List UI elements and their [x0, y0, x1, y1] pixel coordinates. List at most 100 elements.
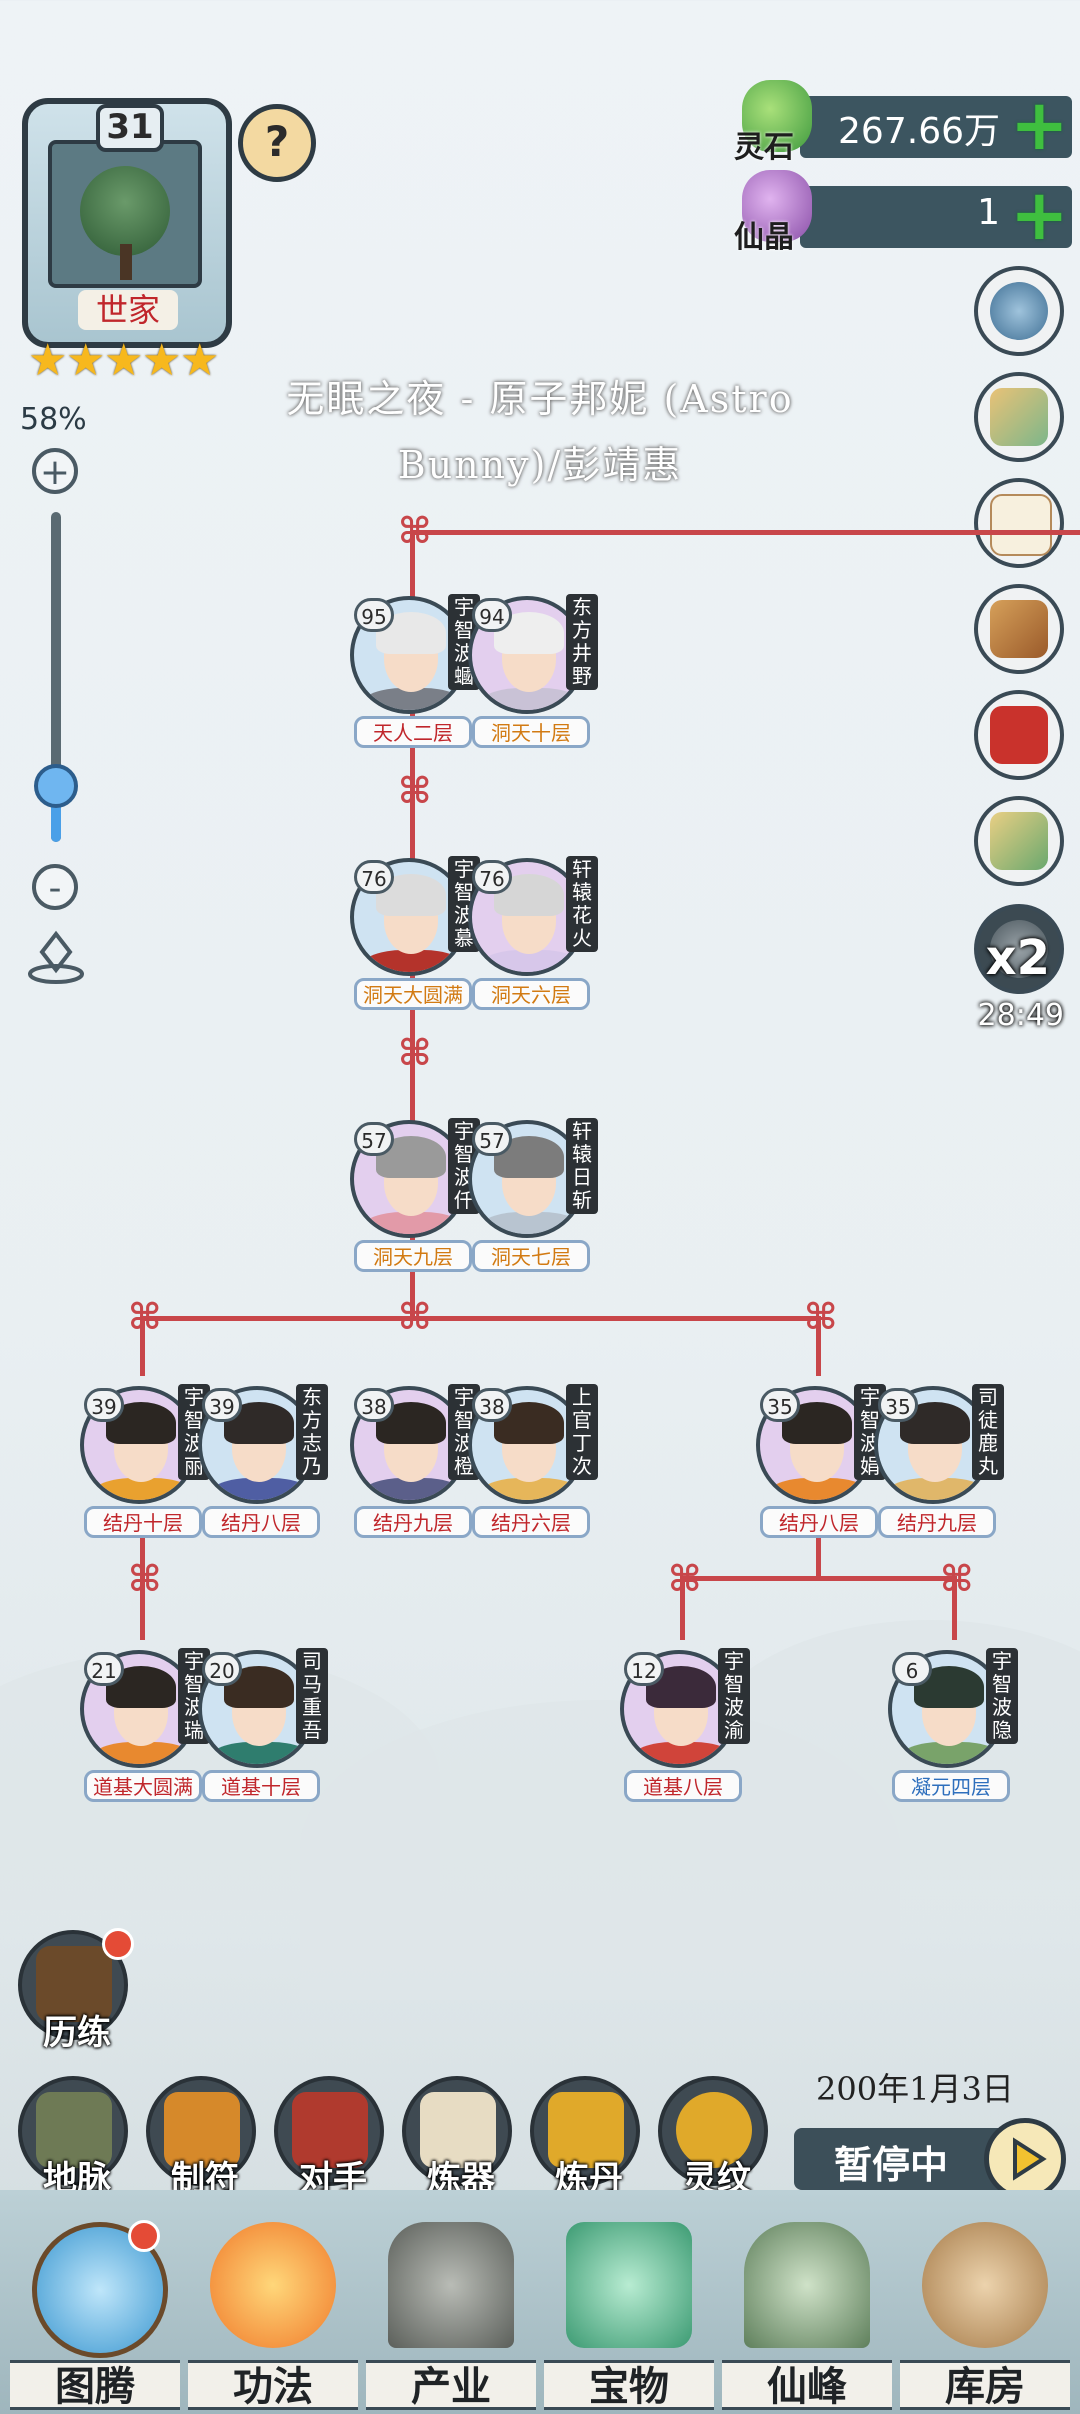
opponent-button[interactable]: 对手 — [274, 2076, 384, 2199]
nav-skills[interactable]: 功法 — [188, 2212, 358, 2412]
member-rank: 天人二层 — [354, 716, 472, 748]
knot-icon: ⌘ — [128, 1297, 162, 1338]
talisman-button[interactable]: 制符 — [146, 2076, 256, 2199]
zoom-out-button[interactable]: - — [32, 864, 78, 910]
document-icon[interactable] — [974, 478, 1064, 568]
member-rank: 结丹六层 — [472, 1506, 590, 1538]
star-icon: ★ — [180, 335, 220, 386]
family-badge[interactable]: 31 世家 — [22, 98, 232, 348]
member-age: 76 — [472, 860, 512, 894]
speed-timer: 28:49 — [977, 998, 1064, 1033]
member-card[interactable]: 94 东方井野 洞天十层 — [468, 590, 598, 748]
member-rank: 洞天大圆满 — [354, 978, 472, 1010]
member-card[interactable]: 21 宇智波瑞 道基大圆满 — [80, 1644, 210, 1802]
zoom-slider-handle[interactable] — [34, 764, 78, 808]
member-card[interactable]: 6 宇智波隐 凝元四层 — [888, 1644, 1018, 1802]
member-card[interactable]: 95 宇智波蟈 天人二层 — [350, 590, 480, 748]
member-card[interactable]: 76 轩辕花火 洞天六层 — [468, 852, 598, 1010]
scroll-icon[interactable] — [974, 584, 1064, 674]
zoom-slider-fill — [51, 778, 61, 842]
member-card[interactable]: 38 上官丁次 结丹六层 — [468, 1380, 598, 1538]
member-rank: 道基十层 — [202, 1770, 320, 1802]
forging-button[interactable]: 炼器 — [402, 2076, 512, 2199]
star-icon: ★ — [66, 335, 106, 386]
spirit-stone-label: 灵石 — [734, 130, 794, 165]
member-card[interactable]: 38 宇智波橙 结丹九层 — [350, 1380, 480, 1538]
member-name: 宇智波隐 — [986, 1648, 1018, 1744]
member-card[interactable]: 20 司马重吾 道基十层 — [198, 1644, 328, 1802]
forge-scroll-icon — [420, 2092, 496, 2168]
spirit-stone-add-button[interactable]: + — [1010, 84, 1069, 166]
zoom-in-button[interactable]: + — [32, 448, 78, 494]
nav-peak-label: 仙峰 — [722, 2360, 892, 2410]
spirit-stone-value: 267.66万 — [838, 111, 1000, 152]
notification-dot — [102, 1928, 134, 1960]
family-rank-label: 世家 — [78, 290, 178, 330]
map-scroll-icon[interactable] — [974, 372, 1064, 462]
member-rank: 洞天十层 — [472, 716, 590, 748]
help-button[interactable]: ? — [238, 104, 316, 182]
knot-icon: ⌘ — [804, 1297, 838, 1338]
peak-icon — [744, 2222, 870, 2348]
zoom-slider-track[interactable] — [51, 512, 61, 842]
immortal-crystal-label: 仙晶 — [734, 220, 794, 255]
notification-dot — [128, 2220, 160, 2252]
lyric-line-1: 无眠之夜 - 原子邦妮 (Astro — [286, 377, 794, 421]
ley-line-button[interactable]: 地脉 — [18, 2076, 128, 2199]
member-name: 轩辕花火 — [566, 856, 598, 952]
alchemy-button[interactable]: 炼丹 — [530, 2076, 640, 2199]
member-age: 35 — [760, 1388, 800, 1422]
dragon-icon — [36, 2092, 112, 2168]
member-card[interactable]: 39 宇智波丽 结丹十层 — [80, 1380, 210, 1538]
member-card[interactable]: 57 轩辕日斩 洞天七层 — [468, 1114, 598, 1272]
play-icon[interactable] — [984, 2118, 1066, 2200]
member-age: 76 — [354, 860, 394, 894]
member-card[interactable]: 76 宇智波慕 洞天大圆满 — [350, 852, 480, 1010]
member-age: 12 — [624, 1652, 664, 1686]
training-label: 历练 — [43, 2013, 111, 2053]
member-age: 35 — [878, 1388, 918, 1422]
knot-icon: ⌘ — [398, 511, 432, 552]
member-name: 司徒鹿丸 — [972, 1384, 1004, 1480]
immortal-crystal-add-button[interactable]: + — [1010, 174, 1069, 256]
member-age: 95 — [354, 598, 394, 632]
mountain-house-icon — [388, 2222, 514, 2348]
member-rank: 结丹九层 — [878, 1506, 996, 1538]
nav-treasure[interactable]: 宝物 — [544, 2212, 714, 2412]
speed-clock-icon[interactable] — [974, 904, 1064, 994]
member-card[interactable]: 39 东方志乃 结丹八层 — [198, 1380, 328, 1538]
member-card[interactable]: 35 司徒鹿丸 结丹九层 — [874, 1380, 1004, 1538]
nav-peak[interactable]: 仙峰 — [722, 2212, 892, 2412]
member-card[interactable]: 57 宇智波仟 洞天九层 — [350, 1114, 480, 1272]
member-name: 轩辕日斩 — [566, 1118, 598, 1214]
nav-skills-label: 功法 — [188, 2360, 358, 2410]
immortal-crystal-bar: 1 + — [800, 174, 1072, 256]
nav-treasure-label: 宝物 — [544, 2360, 714, 2410]
red-book-icon[interactable] — [974, 690, 1064, 780]
spirit-pattern-button[interactable]: 灵纹 — [658, 2076, 768, 2199]
nav-industry[interactable]: 产业 — [366, 2212, 536, 2412]
member-rank: 道基八层 — [624, 1770, 742, 1802]
nav-storehouse[interactable]: 库房 — [900, 2212, 1070, 2412]
gate-icon — [36, 1946, 112, 2022]
knot-icon: ⌘ — [128, 1559, 162, 1600]
member-card[interactable]: 35 宇智波娟 结丹八层 — [756, 1380, 886, 1538]
locate-icon[interactable] — [26, 930, 86, 986]
settings-icon[interactable] — [974, 266, 1064, 356]
member-name: 上官丁次 — [566, 1384, 598, 1480]
member-card[interactable]: 12 宇智波渝 道基八层 — [620, 1644, 750, 1802]
bag-icon — [922, 2222, 1048, 2348]
knot-icon: ⌘ — [668, 1559, 702, 1600]
spirit-stone-icon — [742, 80, 812, 152]
arena-icon — [292, 2092, 368, 2168]
cauldron-icon — [548, 2092, 624, 2168]
knot-icon: ⌘ — [398, 771, 432, 812]
member-rank: 道基大圆满 — [84, 1770, 202, 1802]
member-name: 司马重吾 — [296, 1648, 328, 1744]
training-button[interactable]: 历练 — [18, 1930, 128, 2053]
member-age: 57 — [354, 1122, 394, 1156]
member-name: 东方井野 — [566, 594, 598, 690]
treasure-map-icon[interactable] — [974, 796, 1064, 886]
nav-totem[interactable]: 图腾 — [10, 2212, 180, 2412]
star-icon: ★ — [28, 335, 68, 386]
